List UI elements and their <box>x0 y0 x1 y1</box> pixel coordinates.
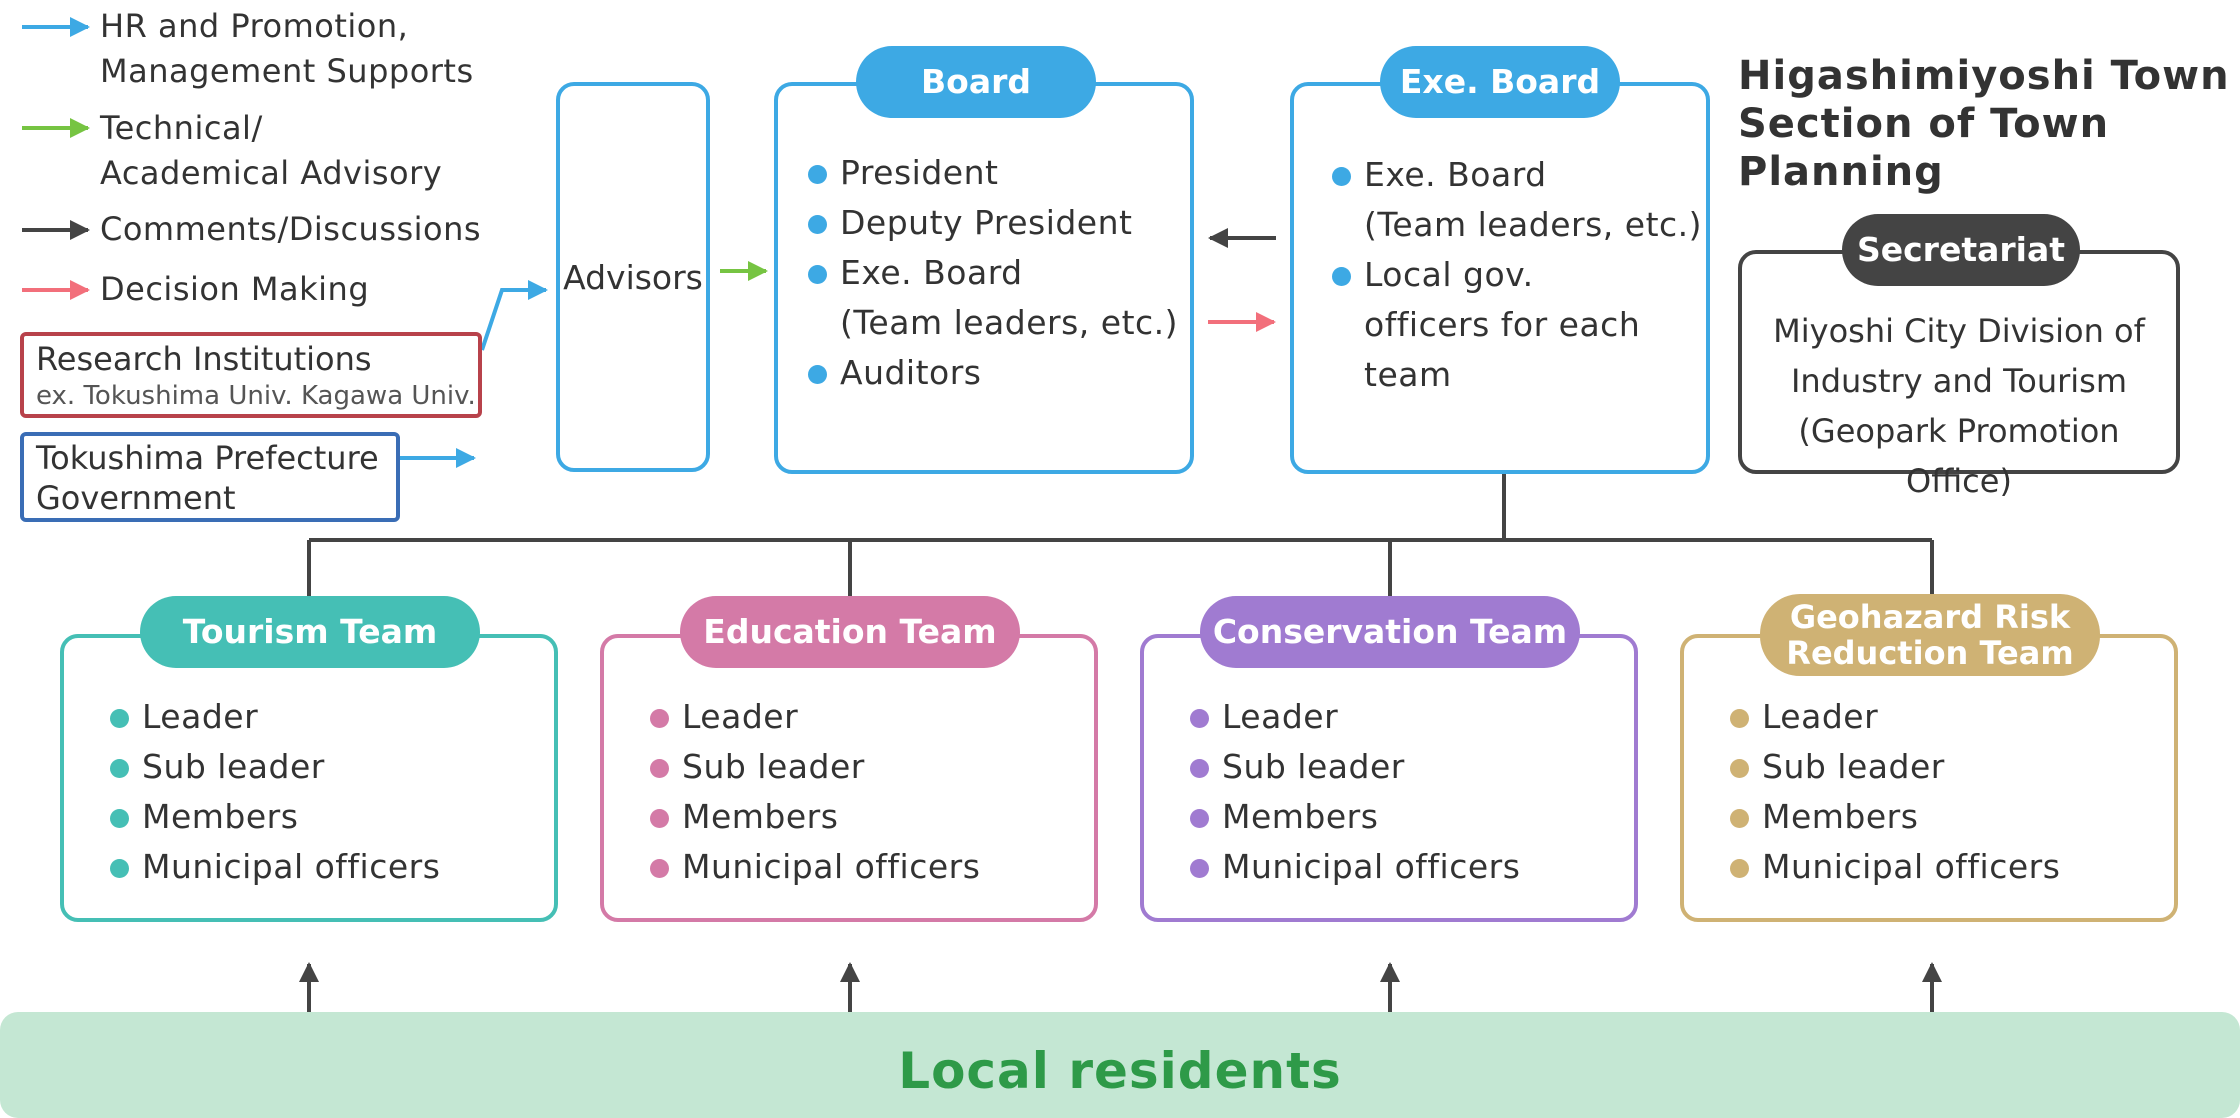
bullet-dot <box>110 709 129 728</box>
team-title-conservation: Conservation Team <box>1200 596 1580 668</box>
bullet-dot <box>808 365 827 384</box>
education-list: Leader Sub leader Members Municipal offi… <box>650 692 980 892</box>
exe-board-box: Exe. Board (Team leaders, etc.) Local go… <box>1290 82 1710 474</box>
list-item: Members <box>1730 792 2060 842</box>
legend-decision: Decision Making <box>100 270 370 308</box>
conservation-list: Leader Sub leader Members Municipal offi… <box>1190 692 1520 892</box>
list-item: Municipal officers <box>1730 842 2060 892</box>
advisors-box: Advisors <box>556 82 710 472</box>
list-item: President <box>808 148 1178 198</box>
legend-comments: Comments/Discussions <box>100 210 482 248</box>
bullet-dot <box>110 859 129 878</box>
list-item: Local gov. officers for each team <box>1332 250 1702 400</box>
bullet-dot <box>1730 709 1749 728</box>
local-residents-band: Local residents <box>0 1012 2240 1118</box>
list-item: Members <box>1190 792 1520 842</box>
prefecture-title: Tokushima Prefecture Government <box>36 439 379 517</box>
bullet-dot <box>1190 759 1209 778</box>
bullet-dot <box>1190 709 1209 728</box>
bullet-dot <box>650 809 669 828</box>
list-item: Sub leader <box>650 742 980 792</box>
list-item: Sub leader <box>110 742 440 792</box>
board-title: Board <box>856 46 1096 118</box>
tourism-list: Leader Sub leader Members Municipal offi… <box>110 692 440 892</box>
bullet-dot <box>1730 809 1749 828</box>
team-box-education: Leader Sub leader Members Municipal offi… <box>600 634 1098 922</box>
list-item: Leader <box>1190 692 1520 742</box>
list-item: Exe. Board (Team leaders, etc.) <box>808 248 1178 348</box>
bullet-dot <box>650 709 669 728</box>
list-item: Municipal officers <box>110 842 440 892</box>
legend-technical: Technical/ Academical Advisory <box>100 109 443 192</box>
advisors-label: Advisors <box>563 257 703 297</box>
bullet-dot <box>110 759 129 778</box>
team-title-geohazard: Geohazard Risk Reduction Team <box>1760 594 2100 676</box>
exe-board-list: Exe. Board (Team leaders, etc.) Local go… <box>1332 150 1702 400</box>
team-box-conservation: Leader Sub leader Members Municipal offi… <box>1140 634 1638 922</box>
secretariat-box: Miyoshi City Division of Industry and To… <box>1738 250 2180 500</box>
list-item: Leader <box>110 692 440 742</box>
board-list: President Deputy President Exe. Board (T… <box>808 148 1178 398</box>
research-title: Research Institutions <box>36 340 372 378</box>
bullet-dot <box>1730 759 1749 778</box>
board-box: President Deputy President Exe. Board (T… <box>774 82 1194 474</box>
list-item: Exe. Board (Team leaders, etc.) <box>1332 150 1702 250</box>
bullet-dot <box>1332 267 1351 286</box>
list-item: Sub leader <box>1190 742 1520 792</box>
list-item: Municipal officers <box>1190 842 1520 892</box>
bullet-dot <box>650 759 669 778</box>
secretariat-body: Miyoshi City Division of Industry and To… <box>1773 312 2145 500</box>
prefecture-box: Tokushima Prefecture Government <box>20 432 400 522</box>
bullet-dot <box>1190 859 1209 878</box>
bullet-dot <box>650 859 669 878</box>
list-item: Municipal officers <box>650 842 980 892</box>
list-item: Auditors <box>808 348 1178 398</box>
bullet-dot <box>1332 167 1351 186</box>
list-item: Sub leader <box>1730 742 2060 792</box>
team-box-geohazard: Leader Sub leader Members Municipal offi… <box>1680 634 2178 922</box>
town-section-title: Higashimiyoshi Town Section of Town Plan… <box>1738 53 2230 195</box>
bullet-dot <box>808 165 827 184</box>
list-item: Deputy President <box>808 198 1178 248</box>
legend-hr: HR and Promotion, Management Supports <box>100 7 474 90</box>
bullet-dot <box>808 215 827 234</box>
bullet-dot <box>1190 809 1209 828</box>
team-title-education: Education Team <box>680 596 1020 668</box>
exe-board-title: Exe. Board <box>1380 46 1620 118</box>
team-title-tourism: Tourism Team <box>140 596 480 668</box>
list-item: Members <box>650 792 980 842</box>
list-item: Members <box>110 792 440 842</box>
team-box-tourism: Leader Sub leader Members Municipal offi… <box>60 634 558 922</box>
bullet-dot <box>808 265 827 284</box>
geohazard-list: Leader Sub leader Members Municipal offi… <box>1730 692 2060 892</box>
list-item: Leader <box>1730 692 2060 742</box>
list-item: Leader <box>650 692 980 742</box>
arrow-research-to-advisors <box>480 280 548 351</box>
local-residents-label: Local residents <box>898 1042 1342 1100</box>
research-institutions-box: Research Institutions ex. Tokushima Univ… <box>20 332 482 418</box>
bullet-dot <box>110 809 129 828</box>
research-sub: ex. Tokushima Univ. Kagawa Univ. <box>36 381 476 411</box>
bullet-dot <box>1730 859 1749 878</box>
secretariat-title: Secretariat <box>1842 214 2080 286</box>
